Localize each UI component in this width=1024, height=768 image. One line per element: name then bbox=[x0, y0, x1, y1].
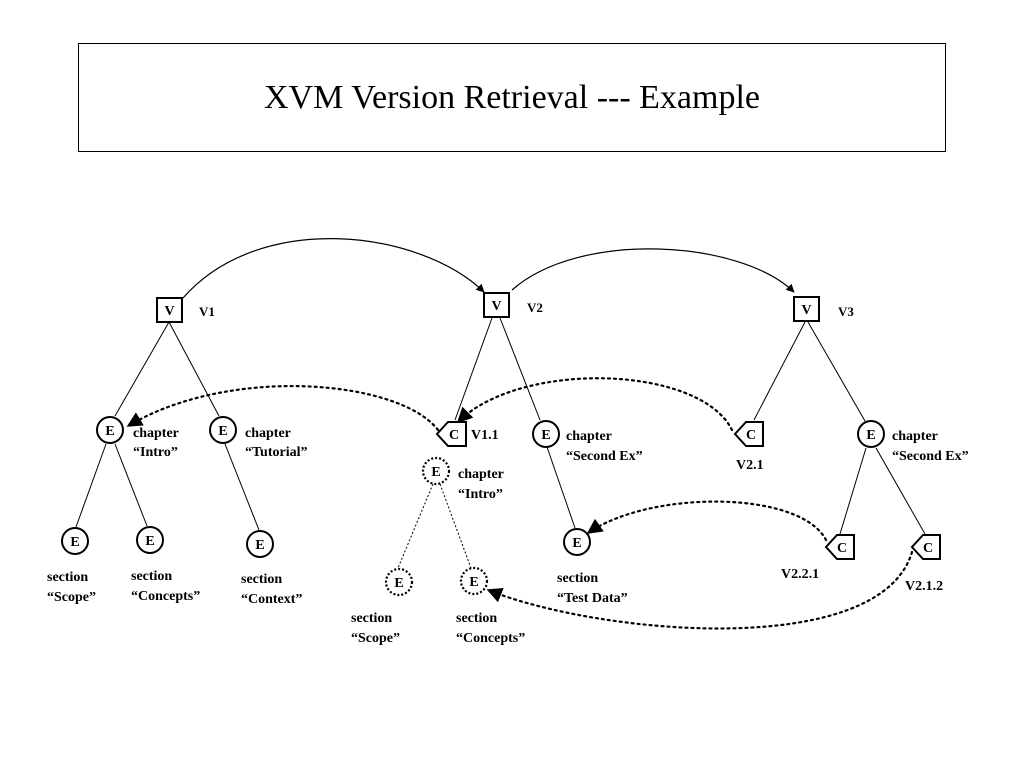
change-label: V2.2.1 bbox=[781, 567, 819, 582]
node-kind: section bbox=[557, 571, 598, 586]
node-kind: section bbox=[351, 611, 392, 626]
element-node-v1-intro: E bbox=[96, 416, 124, 444]
node-name: “Concepts” bbox=[456, 631, 525, 646]
change-node-v2.2.1: C bbox=[824, 534, 855, 560]
version-node-v1: V bbox=[156, 297, 183, 323]
version-arrow-v2-v3 bbox=[511, 248, 795, 293]
element-node-v2-second-ex: E bbox=[532, 420, 560, 448]
node-name: “Scope” bbox=[351, 631, 400, 646]
svg-text:C: C bbox=[837, 541, 847, 556]
version-label-v1: V1 bbox=[199, 304, 215, 319]
element-node-v1-scope: E bbox=[61, 527, 89, 555]
node-name: “Second Ex” bbox=[892, 449, 969, 464]
version-label-v3: V3 bbox=[838, 304, 854, 319]
node-name: “Concepts” bbox=[131, 589, 200, 604]
node-kind: section bbox=[47, 570, 88, 585]
node-kind: section bbox=[131, 569, 172, 584]
change-node-v2.1: C bbox=[733, 421, 764, 447]
node-name: “Test Data” bbox=[557, 591, 628, 606]
svg-text:C: C bbox=[923, 541, 933, 556]
svg-text:E: E bbox=[105, 424, 114, 439]
ref-arrow-v1.1-to-intro bbox=[126, 385, 440, 432]
virtual-node-scope: E bbox=[384, 567, 414, 597]
svg-text:C: C bbox=[746, 428, 756, 443]
node-name: “Context” bbox=[241, 592, 302, 607]
title-box: XVM Version Retrieval --- Example bbox=[78, 43, 946, 152]
node-name: “Scope” bbox=[47, 590, 96, 605]
svg-text:V: V bbox=[164, 304, 174, 319]
node-name: “Intro” bbox=[458, 487, 503, 502]
svg-text:C: C bbox=[449, 428, 459, 443]
virtual-edges bbox=[397, 483, 472, 569]
page-title: XVM Version Retrieval --- Example bbox=[263, 78, 761, 116]
ref-arrow-v2.1-to-v1.1 bbox=[456, 377, 734, 432]
svg-text:E: E bbox=[70, 535, 79, 550]
version-node-v2: V bbox=[483, 292, 510, 318]
svg-text:E: E bbox=[255, 538, 264, 553]
svg-text:E: E bbox=[469, 575, 478, 590]
svg-text:E: E bbox=[145, 534, 154, 549]
version-arrow-v1-v2 bbox=[182, 238, 485, 299]
element-node-v1-context: E bbox=[246, 530, 274, 558]
element-node-v2-test-data: E bbox=[563, 528, 591, 556]
element-node-v1-concepts: E bbox=[136, 526, 164, 554]
node-name: “Second Ex” bbox=[566, 449, 643, 464]
svg-text:E: E bbox=[572, 536, 581, 551]
svg-text:E: E bbox=[394, 576, 403, 591]
node-kind: section bbox=[456, 611, 497, 626]
ref-arrow-v2.2.1-to-testdata bbox=[586, 500, 828, 542]
svg-text:V: V bbox=[801, 303, 811, 318]
tree-edges bbox=[75, 317, 926, 535]
node-kind: chapter bbox=[133, 426, 179, 441]
version-label-v2: V2 bbox=[527, 300, 543, 315]
change-label: V2.1 bbox=[736, 458, 764, 473]
version-node-v3: V bbox=[793, 296, 820, 322]
virtual-node-concepts: E bbox=[459, 566, 489, 596]
node-kind: chapter bbox=[566, 429, 612, 444]
node-kind: chapter bbox=[458, 467, 504, 482]
svg-text:E: E bbox=[866, 428, 875, 443]
node-kind: chapter bbox=[892, 429, 938, 444]
element-node-v3-second-ex: E bbox=[857, 420, 885, 448]
node-kind: section bbox=[241, 572, 282, 587]
svg-text:E: E bbox=[218, 424, 227, 439]
svg-text:E: E bbox=[541, 428, 550, 443]
change-label: V2.1.2 bbox=[905, 579, 943, 594]
ref-arrow-v2.1.2-to-concepts bbox=[486, 550, 914, 630]
node-name: “Intro” bbox=[133, 445, 178, 460]
change-node-v2.1.2: C bbox=[910, 534, 941, 560]
change-label: V1.1 bbox=[471, 428, 499, 443]
change-node-v1.1: C bbox=[435, 421, 467, 447]
element-node-v1-tutorial: E bbox=[209, 416, 237, 444]
svg-text:E: E bbox=[431, 465, 440, 480]
virtual-node-intro: E bbox=[421, 456, 451, 486]
svg-text:V: V bbox=[491, 299, 501, 314]
node-name: “Tutorial” bbox=[245, 445, 308, 460]
node-kind: chapter bbox=[245, 426, 291, 441]
